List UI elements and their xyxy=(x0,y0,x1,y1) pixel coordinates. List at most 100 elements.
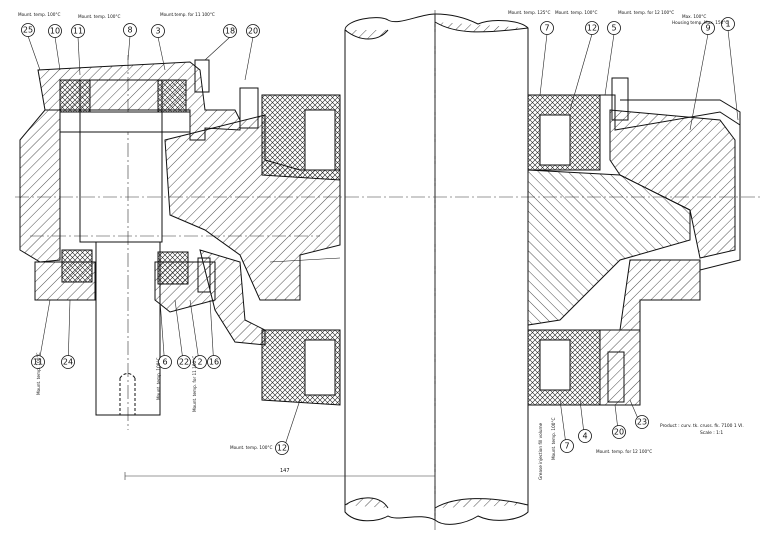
note-max-100: Max. 100°C xyxy=(682,14,706,19)
dimension-label: 147 xyxy=(280,468,290,474)
balloon-number: 25 xyxy=(23,26,33,35)
gear-web xyxy=(164,87,341,406)
balloon-leader xyxy=(77,36,81,76)
balloon-22: 22 xyxy=(174,299,191,369)
balloon-25: 25 xyxy=(21,23,41,71)
left-housing xyxy=(19,59,266,416)
balloon-leader xyxy=(204,36,231,61)
balloon-20: 20 xyxy=(244,24,260,81)
balloon-20: 20 xyxy=(612,404,626,439)
balloon-circle xyxy=(31,355,45,369)
balloon-leader xyxy=(689,33,709,131)
note-vertical-1: Mount. temp. 100°C xyxy=(36,353,41,395)
balloon-leader xyxy=(27,35,41,71)
balloon-number: 7 xyxy=(564,442,569,451)
balloon-number: 5 xyxy=(611,24,616,33)
balloon-number: 24 xyxy=(63,358,73,367)
balloon-number: 4 xyxy=(582,432,587,441)
note-mount-temp-left: Mount. temp. 100°C xyxy=(18,12,60,17)
title-block: Product : curv. tk. cruss. fk. 7100 1 VI… xyxy=(660,423,744,436)
balloon-leader xyxy=(127,35,131,61)
balloon-5: 5 xyxy=(604,21,621,96)
balloon-circle xyxy=(585,21,599,35)
balloon-circle xyxy=(21,23,35,37)
balloon-circle xyxy=(158,355,172,369)
balloon-number: 12 xyxy=(587,24,597,33)
note-mount-temp-12: Mount. temp. for 12 100°C xyxy=(618,10,674,15)
note-vertical-3: Mount. temp. for 11 100°C xyxy=(192,356,197,412)
balloon-10: 10 xyxy=(48,24,62,71)
balloon-11: 11 xyxy=(71,24,85,76)
balloon-7: 7 xyxy=(559,399,574,453)
note-vertical-5: Grease injection fill volume xyxy=(538,422,543,480)
balloon-circle xyxy=(635,415,649,429)
balloon-circle xyxy=(223,24,237,38)
balloon-leader xyxy=(727,29,739,121)
balloon-circle xyxy=(612,425,626,439)
balloon-number: 16 xyxy=(209,358,219,367)
note-mount-temp-mid: Mount. temp. 100°C xyxy=(78,14,120,19)
balloon-circle xyxy=(207,355,221,369)
balloon-leader xyxy=(244,36,254,81)
note-mount-temp-bottom-right: Mount. temp. for 12 100°C xyxy=(596,449,652,454)
balloon-number: 23 xyxy=(637,418,647,427)
balloon-number: 2 xyxy=(197,358,202,367)
balloon-23: 23 xyxy=(629,399,649,429)
balloon-circle xyxy=(701,21,715,35)
balloon-number: 7 xyxy=(544,24,549,33)
note-mount-temp-right: Mount. temp. 100°C xyxy=(555,10,597,15)
balloon-circle xyxy=(560,439,574,453)
balloon-circle xyxy=(193,355,207,369)
dimension-line xyxy=(124,472,436,480)
balloon-18: 18 xyxy=(204,24,237,61)
footer-line-1: Product : curv. tk. cruss. fk. 7100 1 VI… xyxy=(660,423,744,429)
balloon-circle xyxy=(721,17,735,31)
balloon-number: 9 xyxy=(705,24,710,33)
balloon-number: 22 xyxy=(179,358,189,367)
balloon-circle xyxy=(578,429,592,443)
balloon-2: 2 xyxy=(189,299,207,369)
balloon-number: 8 xyxy=(127,26,132,35)
balloon-circle xyxy=(177,355,191,369)
balloon-number: 6 xyxy=(162,358,167,367)
note-vertical-2: Mount. temp. 100°C xyxy=(156,358,161,400)
balloon-leader xyxy=(539,33,548,96)
balloon-number: 3 xyxy=(155,27,160,36)
balloon-number: 10 xyxy=(50,27,60,36)
balloon-12: 12 xyxy=(569,21,599,111)
balloon-circle xyxy=(275,441,289,455)
footer-line-2: Scale : 1:1 xyxy=(700,430,723,436)
main-shaft xyxy=(344,13,529,525)
note-mount-temp-bottom-12: Mount. temp. 100°C xyxy=(230,445,272,450)
balloon-9: 9 xyxy=(689,21,715,131)
balloon-number: 11 xyxy=(33,358,43,367)
balloon-circle xyxy=(540,21,554,35)
note-mount-temp-top-center: Mount.temp. for 11 100°C xyxy=(160,12,215,17)
balloon-8: 8 xyxy=(123,23,137,61)
note-mount-temp-125: Mount. temp. 125°C xyxy=(508,10,550,15)
balloon-number: 1 xyxy=(725,20,730,29)
balloon-circle xyxy=(246,24,260,38)
balloon-leader xyxy=(157,36,166,71)
temperature-notes: Mount. temp. 100°C Mount. temp. 100°C Mo… xyxy=(18,10,728,480)
balloon-number: 12 xyxy=(277,444,287,453)
balloon-16: 16 xyxy=(207,299,221,369)
balloon-leader xyxy=(604,33,615,96)
balloon-circle xyxy=(123,23,137,37)
balloon-circle xyxy=(61,355,75,369)
balloon-12: 12 xyxy=(275,399,301,455)
right-housing xyxy=(527,77,741,406)
balloon-24: 24 xyxy=(61,299,75,369)
balloon-circle xyxy=(71,24,85,38)
balloon-number: 11 xyxy=(73,27,83,36)
balloon-number: 18 xyxy=(225,27,235,36)
note-vertical-4: Mount. temp. 100°C xyxy=(551,418,556,460)
note-housing-temp: Housing temp. Max. 150°C xyxy=(672,20,728,25)
balloon-circle xyxy=(607,21,621,35)
balloon-circle xyxy=(48,24,62,38)
balloon-circle xyxy=(151,24,165,38)
balloon-1: 1 xyxy=(721,17,739,121)
balloon-7: 7 xyxy=(539,21,554,96)
balloon-leader xyxy=(569,33,593,111)
